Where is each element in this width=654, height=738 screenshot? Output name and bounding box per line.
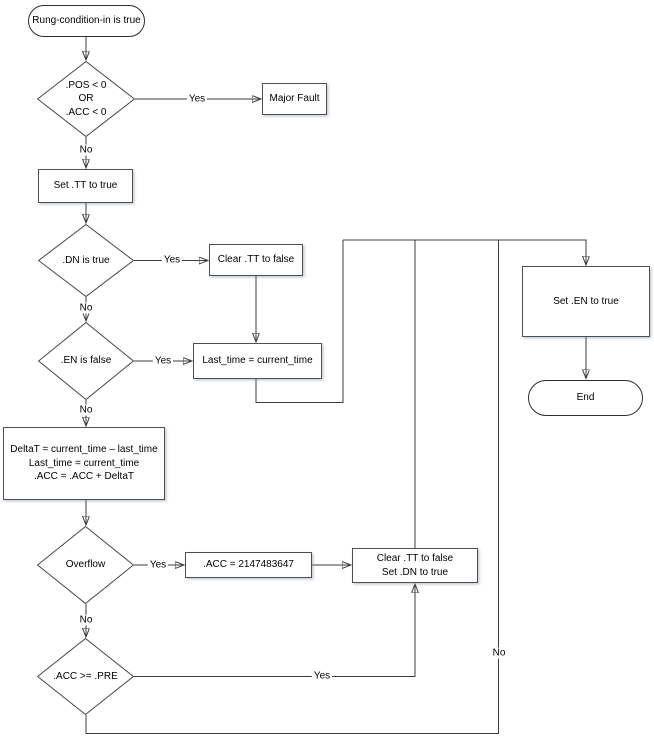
acc-max-label: .ACC = 2147483647: [203, 559, 294, 571]
set-tt-label: Set .TT to true: [53, 180, 118, 192]
process-set-tt-true: Set .TT to true: [38, 169, 133, 203]
decision-acc-ge-pre: .ACC >= .PRE: [37, 638, 134, 715]
process-set-en-true: Set .EN to true: [522, 266, 650, 337]
diamond-shape: [37, 61, 135, 137]
last-time-label: Last_time = current_time: [202, 355, 313, 367]
process-clear-tt-set-dn: Clear .TT to false Set .DN to true: [352, 548, 478, 583]
set-en-label: Set .EN to true: [553, 295, 619, 307]
decision-overflow: Overflow: [37, 526, 134, 604]
decision-dn-is-true: .DN is true: [38, 224, 134, 297]
overflow-label: Overflow: [65, 559, 106, 571]
process-last-time-update: Last_time = current_time: [193, 343, 322, 379]
process-acc-max: .ACC = 2147483647: [185, 552, 312, 578]
end-terminal: End: [528, 380, 643, 416]
major-fault-label: Major Fault: [269, 93, 320, 105]
decision-pos-acc-label: .POS < 0 OR .ACC < 0: [65, 79, 107, 118]
edge-label-yes-majorfault: Yes: [186, 93, 208, 105]
dn-is-true-label: .DN is true: [62, 254, 110, 266]
edge-label-no-deltat: No: [77, 404, 95, 416]
decision-pos-acc-negative: .POS < 0 OR .ACC < 0: [37, 61, 135, 137]
diamond-shape: [37, 526, 134, 604]
clear-tt-set-dn-label: Clear .TT to false Set .DN to true: [376, 553, 454, 578]
diamond-shape: [38, 224, 134, 297]
end-terminal-label: End: [576, 392, 595, 404]
start-terminal: Rung-condition-in is true: [28, 5, 145, 37]
en-is-false-label: .EN is false: [60, 355, 112, 367]
diamond-shape: [38, 322, 134, 400]
edge-label-yes-clearset: Yes: [311, 670, 333, 682]
edge-label-no-accpre: No: [77, 614, 95, 626]
delta-t-label: DeltaT = current_time – last_time Last_t…: [10, 444, 158, 483]
acc-ge-pre-label: .ACC >= .PRE: [53, 670, 118, 682]
edge-lasttime-join: [255, 240, 344, 403]
edge-join-seten: [343, 239, 586, 265]
edge-label-no-settt: No: [77, 144, 95, 156]
process-major-fault: Major Fault: [262, 83, 327, 115]
edge-accpre-join-no: [85, 240, 499, 734]
decision-en-is-false: .EN is false: [38, 322, 134, 400]
clear-tt-label: Clear .TT to false: [217, 254, 295, 266]
edge-label-yes-accmax: Yes: [147, 559, 169, 571]
process-clear-tt-false: Clear .TT to false: [209, 244, 303, 276]
edge-label-no-seten: No: [490, 647, 508, 659]
edge-label-no-enfalse: No: [77, 302, 95, 314]
edge-label-yes-cleartt: Yes: [161, 254, 183, 266]
process-delta-t-calc: DeltaT = current_time – last_time Last_t…: [3, 427, 165, 500]
start-terminal-label: Rung-condition-in is true: [32, 15, 141, 27]
edge-label-yes-lasttime: Yes: [152, 355, 174, 367]
diamond-shape: [37, 638, 134, 715]
edge-accpre-clearset-yes: [134, 585, 415, 677]
